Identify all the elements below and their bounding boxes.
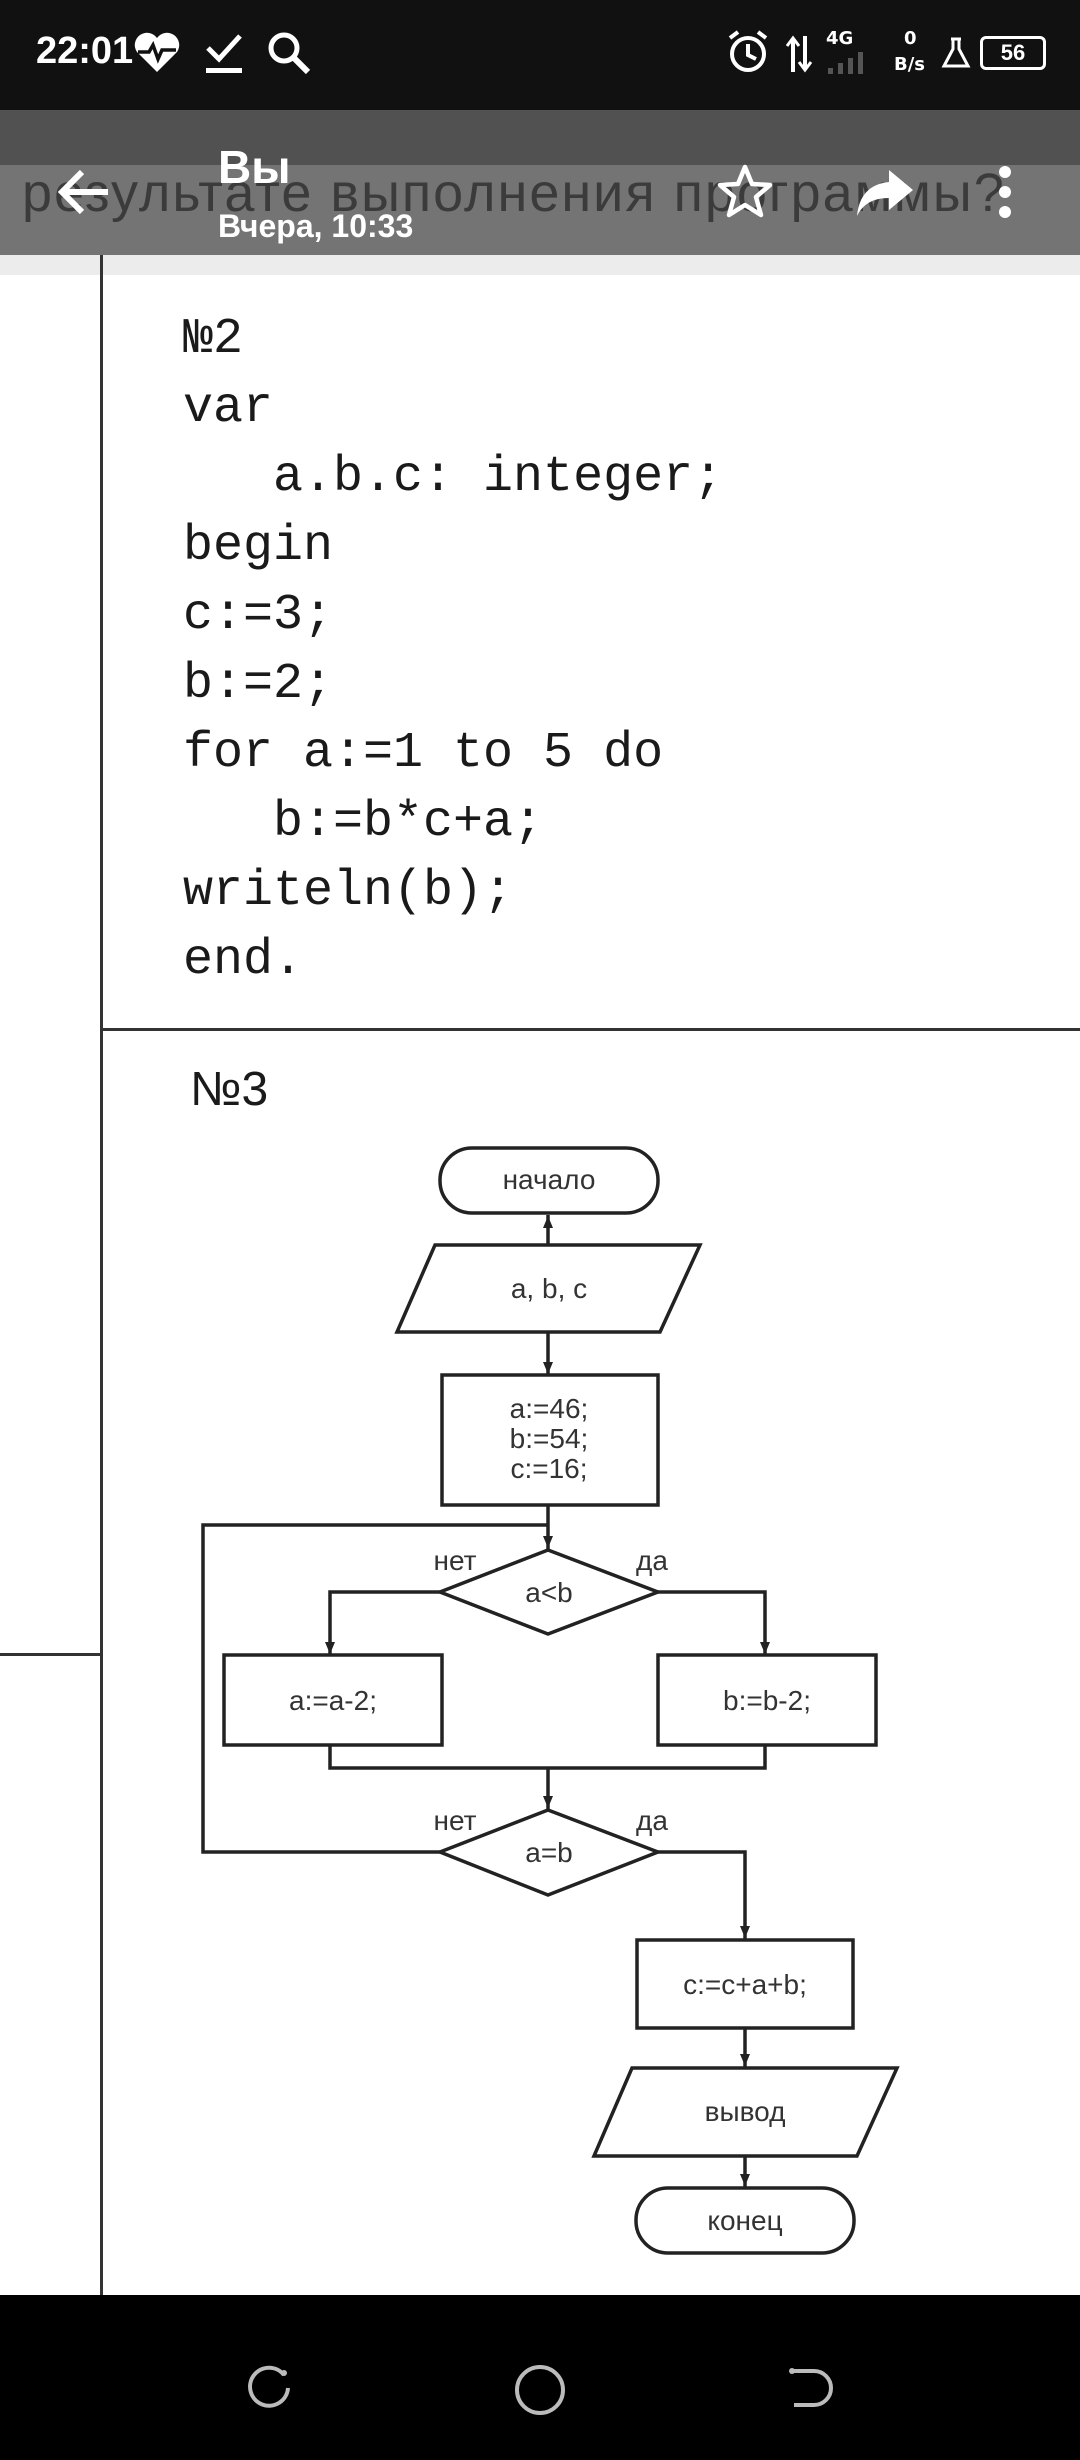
network-type: 4G: [826, 28, 854, 49]
photo-viewer[interactable]: [0, 165, 1080, 2295]
start-label: начало: [503, 1164, 596, 1195]
status-bar: 22:01 4G 0 B/s 56: [0, 0, 1080, 110]
start-terminal: [438, 1146, 660, 1215]
recents-icon[interactable]: [244, 2363, 294, 2413]
navigation-bar: [0, 2295, 1080, 2460]
speed-unit: B/s: [894, 54, 926, 75]
more-button[interactable]: [975, 152, 1035, 232]
alarm-icon: [728, 30, 768, 72]
compute-block: [635, 1938, 855, 2030]
code-line: b:=b*c+a;: [183, 794, 544, 851]
share-button[interactable]: [845, 152, 925, 232]
input-label: a, b, c: [511, 1273, 587, 1304]
code-line: b:=2;: [183, 656, 334, 713]
condition-a-less-b: [435, 1548, 663, 1636]
check-icon: [206, 34, 242, 73]
more-icon: [999, 166, 1011, 218]
photo-header-text: результате выполнения программы?: [22, 163, 1006, 223]
flowchart: начало a, b, c a:=46; b:=54; c:=16; a<b …: [201, 1146, 900, 2255]
output-label: вывод: [705, 2096, 786, 2127]
assign-line: b:=54;: [510, 1423, 589, 1454]
right-branch-label: b:=b-2;: [723, 1685, 811, 1716]
table-border-middle: [100, 1028, 1080, 1031]
left-branch-block: [222, 1653, 444, 1747]
code-line: begin: [183, 518, 334, 575]
home-icon[interactable]: [513, 2363, 567, 2417]
condition-a-equals-b: [435, 1808, 663, 1897]
cond1-yes-label: да: [636, 1545, 668, 1576]
code-line: c:=3;: [183, 587, 334, 644]
end-terminal: [634, 2186, 856, 2255]
message-date: Вчера, 10:33: [218, 208, 414, 244]
code-line: end.: [183, 932, 304, 989]
left-branch-label: a:=a-2;: [289, 1685, 377, 1716]
end-label: конец: [707, 2205, 782, 2236]
compute-label: c:=c+a+b;: [683, 1969, 807, 2000]
clock: 22:01: [36, 30, 134, 72]
back-button[interactable]: [44, 152, 124, 232]
back-arrow-icon: [57, 169, 108, 215]
assign-block: [440, 1373, 660, 1507]
table-border-side: [0, 1653, 102, 1656]
cond2-no-label: нет: [434, 1805, 477, 1836]
flask-icon: [941, 37, 971, 68]
sender-name: Вы: [218, 141, 291, 193]
input-parallelogram: [394, 1243, 703, 1334]
cond1-label: a<b: [525, 1577, 573, 1608]
code-line: a.b.c: integer;: [183, 449, 724, 506]
data-arrows-icon: [785, 35, 813, 73]
task3-label: №3: [190, 1063, 269, 1116]
speed-value: 0: [904, 28, 917, 49]
output-parallelogram: [591, 2066, 900, 2158]
code-line: writeln(b);: [183, 863, 514, 920]
back-icon[interactable]: [784, 2363, 834, 2413]
code-line: var: [183, 380, 274, 437]
search-icon: [268, 32, 311, 75]
task2-code: №2 var a.b.c: integer; begin c:=3; b:=2;…: [183, 305, 723, 995]
share-icon: [857, 170, 913, 216]
cond1-no-label: нет: [434, 1545, 477, 1576]
battery-icon: 56: [980, 36, 1046, 70]
favorite-button[interactable]: [705, 152, 785, 232]
star-icon: [717, 164, 773, 218]
code-line: for a:=1 to 5 do: [183, 725, 664, 782]
cond2-yes-label: да: [636, 1805, 668, 1836]
heart-pulse-icon: [134, 32, 180, 72]
assign-line: c:=16;: [510, 1453, 587, 1484]
signal-icon: [828, 52, 863, 74]
task2-label: №2: [183, 311, 244, 368]
right-branch-block: [656, 1653, 878, 1747]
assign-line: a:=46;: [510, 1393, 589, 1424]
table-border-left: [100, 255, 103, 2295]
cond2-label: a=b: [525, 1837, 573, 1868]
